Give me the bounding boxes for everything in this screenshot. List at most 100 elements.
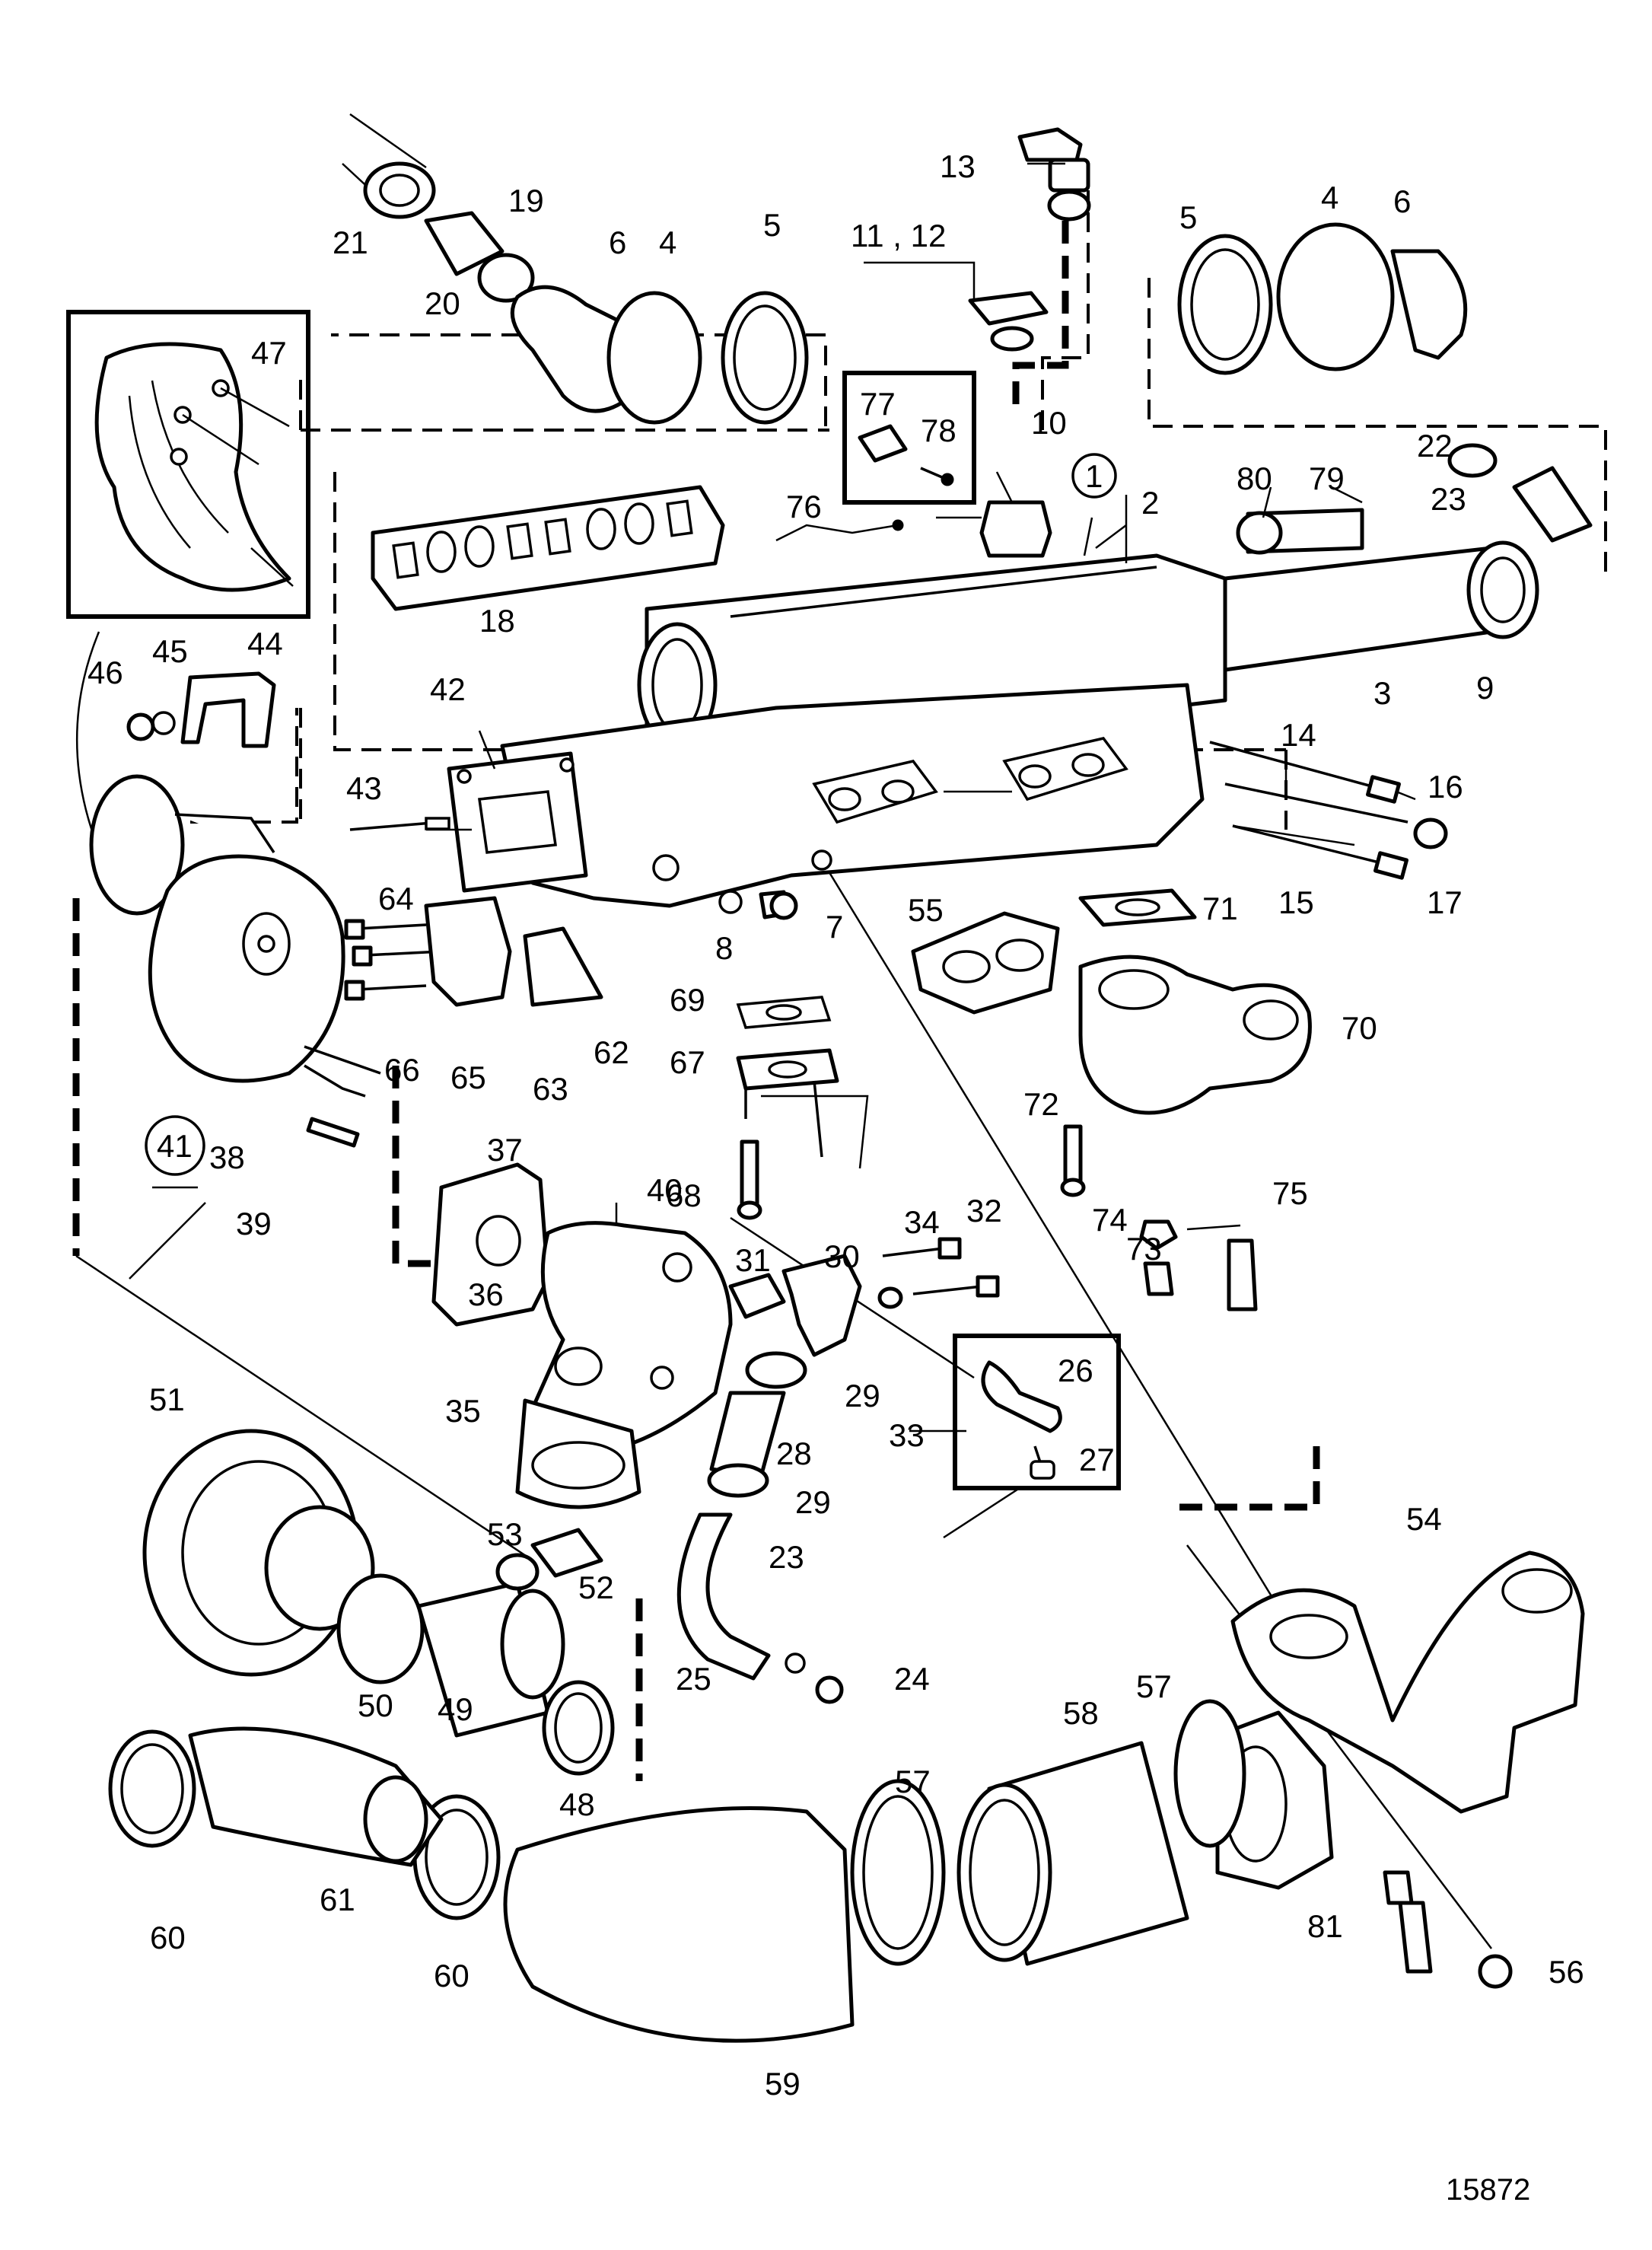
callout-32: 32: [966, 1193, 1002, 1229]
turbo-assembly: [89, 671, 366, 1098]
callout-14: 14: [1281, 717, 1316, 753]
callout-31: 31: [735, 1242, 771, 1278]
callout-60b: 60: [434, 1958, 469, 1993]
clamp-29: [745, 1351, 807, 1389]
callout-57: 57: [1136, 1668, 1172, 1704]
valve-cap-13: [1017, 127, 1083, 162]
callout-48: 48: [559, 1786, 595, 1822]
callout-22: 22: [1417, 428, 1453, 464]
clamp-57: [1173, 1699, 1246, 1848]
callout-76: 76: [786, 489, 822, 524]
callout-13: 13: [940, 148, 976, 184]
callout-17: 17: [1427, 884, 1463, 920]
long-leaders: [75, 631, 1492, 1949]
elbow-6: [510, 285, 634, 413]
callout-40: 40: [647, 1172, 683, 1208]
callout-9: 9: [1476, 670, 1494, 706]
callout-79: 79: [1309, 461, 1345, 496]
callout-78: 78: [921, 413, 957, 448]
screw-7: [718, 890, 798, 920]
callout-74: 74: [1092, 1202, 1128, 1238]
clamp-50: [336, 1573, 425, 1684]
callout-16: 16: [1428, 769, 1463, 805]
inset-frame-77-78: [842, 371, 976, 505]
callout-leaders: [129, 162, 1416, 1433]
callout-19: 19: [508, 183, 544, 218]
top-right-hose-assembly: [1177, 222, 1593, 543]
callout-23b: 23: [769, 1539, 804, 1575]
sleeve-4b: [1276, 222, 1395, 371]
callout-62: 62: [594, 1034, 629, 1070]
nut-33: [877, 1286, 903, 1309]
callout-72: 72: [1023, 1086, 1059, 1122]
bracket-44: [180, 671, 276, 748]
callout-15: 15: [1278, 884, 1314, 920]
callout-37: 37: [487, 1132, 523, 1168]
bolt-68: [740, 1139, 759, 1213]
nut-17: [1413, 817, 1448, 849]
top-left-hose-assembly: [342, 113, 809, 425]
callout-43: 43: [346, 770, 382, 806]
washer-25: [785, 1652, 806, 1674]
nut-46: [126, 712, 155, 741]
valve-75: [1227, 1238, 1258, 1311]
callout-29: 29: [845, 1378, 880, 1413]
hose-23: [1512, 466, 1593, 543]
callout-70: 70: [1342, 1010, 1377, 1046]
callout-59: 59: [765, 2066, 801, 2102]
gasket-62: [523, 926, 603, 1007]
inset-frame-26-27: [953, 1334, 1121, 1490]
clamp-80: [1236, 511, 1283, 555]
hose-20: [424, 211, 505, 276]
flange-42: [349, 751, 588, 893]
callout-18: 18: [479, 603, 515, 639]
inset-bracket: [943, 1334, 1121, 1539]
callout-8: 8: [715, 930, 733, 966]
callout-35: 35: [445, 1393, 481, 1429]
studs: [304, 1045, 381, 1148]
hose-59: [503, 1806, 855, 2043]
callout-6b: 6: [1393, 183, 1411, 219]
callout-41-circle: [145, 1115, 205, 1176]
callout-10: 10: [1031, 405, 1067, 441]
callout-47: 47: [251, 335, 287, 371]
callout-26: 26: [1058, 1353, 1093, 1388]
inset-heat-shield: [66, 310, 310, 619]
callout-29b: 29: [795, 1484, 831, 1520]
callout-64: 64: [378, 881, 414, 916]
callout-1-circle: [1071, 453, 1117, 499]
cap-assembly: [936, 127, 1091, 558]
callout-73: 73: [1126, 1231, 1162, 1267]
pump-drive: [142, 1429, 615, 1776]
callout-5: 5: [763, 207, 781, 243]
elbow-30: [781, 1254, 862, 1357]
drain-fittings: [1139, 1219, 1258, 1311]
callout-1: 1: [1085, 458, 1103, 494]
callout-67: 67: [670, 1044, 705, 1080]
callout-21: 21: [333, 225, 368, 260]
sleeve-4: [606, 291, 702, 425]
callout-41: 41: [157, 1128, 193, 1164]
callout-49: 49: [438, 1691, 473, 1727]
callout-24: 24: [894, 1661, 930, 1697]
callout-81: 81: [1307, 1908, 1343, 1944]
callout-7: 7: [826, 909, 843, 945]
callout-65: 65: [450, 1060, 486, 1095]
callout-46: 46: [88, 655, 123, 690]
callout-58: 58: [1063, 1695, 1099, 1731]
callout-75: 75: [1272, 1175, 1308, 1211]
callout-38: 38: [209, 1139, 245, 1175]
callout-56: 56: [1549, 1954, 1584, 1990]
exhaust-manifold: [500, 683, 1205, 908]
callout-36: 36: [468, 1276, 504, 1312]
exhaust-hoses: [108, 1699, 1246, 2043]
callout-63: 63: [533, 1071, 568, 1107]
callout-50: 50: [358, 1688, 393, 1723]
long-bolts: [1209, 741, 1448, 880]
turbo-41: [148, 854, 345, 1083]
callout-23: 23: [1431, 481, 1466, 517]
callout-34: 34: [904, 1204, 940, 1240]
stud-39: [306, 1117, 360, 1148]
callout-61: 61: [320, 1882, 355, 1917]
